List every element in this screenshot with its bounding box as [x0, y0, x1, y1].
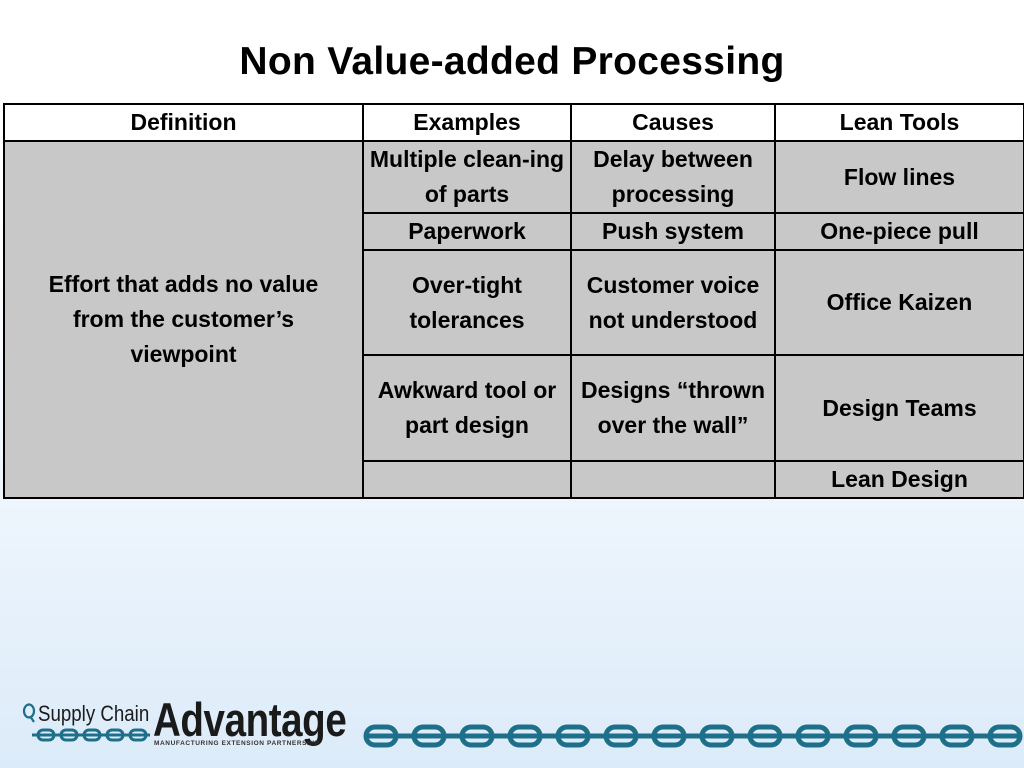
logo-advantage-text: Advantage — [153, 693, 347, 746]
table-row: Lean Design — [4, 460, 1024, 499]
cause-cell: Designs “thrown over the wall” — [570, 354, 776, 462]
supply-chain-advantage-logo: Supply Chain Advantage MANUFACTURING EXT… — [22, 693, 362, 753]
header-examples: Examples — [362, 103, 572, 142]
header-lean-tools: Lean Tools — [774, 103, 1024, 142]
header-causes: Causes — [570, 103, 776, 142]
table-row: Over-tight tolerances Customer voice not… — [4, 249, 1024, 356]
example-cell: Over-tight tolerances — [362, 249, 572, 356]
tool-cell: One-piece pull — [774, 212, 1024, 251]
q-logo-icon — [22, 703, 36, 723]
tool-cell: Lean Design — [774, 460, 1024, 499]
cause-cell: Delay between processing — [570, 140, 776, 214]
example-cell: Awkward tool or part design — [362, 354, 572, 462]
cause-cell: Customer voice not understood — [570, 249, 776, 356]
logo-supply-chain-text: Supply Chain — [38, 701, 150, 726]
lean-table: Definition Examples Causes Lean Tools Ef… — [3, 103, 1024, 499]
tool-cell: Design Teams — [774, 354, 1024, 462]
example-cell — [362, 460, 572, 499]
logo-tagline: MANUFACTURING EXTENSION PARTNERSHIP — [154, 740, 320, 747]
example-cell: Paperwork — [362, 212, 572, 251]
small-chain-icon — [32, 728, 150, 742]
chain-border-icon — [362, 722, 1024, 750]
table-header-row: Definition Examples Causes Lean Tools — [3, 103, 1024, 142]
cause-cell — [570, 460, 776, 499]
tool-cell: Office Kaizen — [774, 249, 1024, 356]
table-row: Paperwork Push system One-piece pull — [4, 212, 1024, 251]
cause-cell: Push system — [570, 212, 776, 251]
definition-cell: Effort that adds no value from the custo… — [3, 140, 364, 499]
table-row: Effort that adds no value from the custo… — [3, 140, 1024, 499]
header-definition: Definition — [3, 103, 364, 142]
table-row: Awkward tool or part design Designs “thr… — [4, 354, 1024, 462]
example-cell: Multiple clean-ing of parts — [362, 140, 572, 214]
slide-title: Non Value-added Processing — [239, 40, 785, 83]
tool-cell: Flow lines — [774, 140, 1024, 214]
